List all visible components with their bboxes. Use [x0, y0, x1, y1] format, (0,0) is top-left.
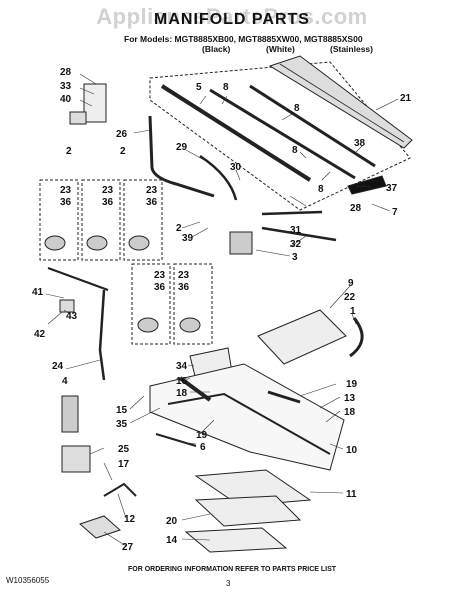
valve-box [131, 263, 171, 345]
hose-1 [349, 317, 364, 358]
igniter [178, 376, 212, 402]
callout-11: 11 [346, 489, 357, 500]
callout-2: 2 [176, 223, 182, 234]
callout-16: 16 [176, 376, 188, 387]
callout-35: 35 [116, 419, 128, 430]
callout-8: 8 [294, 103, 300, 114]
callout-18: 18 [176, 388, 188, 399]
callout-23: 23 [146, 185, 158, 196]
callout-20: 20 [166, 516, 178, 527]
callout-8: 8 [223, 82, 229, 93]
callout-37: 37 [386, 183, 398, 194]
callout-38: 38 [354, 138, 366, 149]
callout-23: 23 [154, 270, 166, 281]
callout-36: 36 [146, 197, 158, 208]
callout-17: 17 [118, 459, 130, 470]
valve-box [123, 179, 163, 261]
part-13 [267, 390, 301, 404]
manifold-bar [160, 84, 312, 182]
callout-28: 28 [350, 203, 362, 214]
valve-4 [61, 395, 79, 433]
tray-14 [184, 527, 288, 553]
tray-20 [194, 495, 302, 527]
heat-shield-22 [257, 309, 347, 365]
valve-body [44, 235, 201, 333]
callout-7: 7 [392, 207, 398, 218]
callout-1: 1 [350, 306, 356, 317]
regulator-3 [229, 231, 253, 255]
callout-40: 40 [60, 94, 72, 105]
model-list: For Models: MGT8885XB00, MGT8885XW00, MG… [124, 34, 363, 44]
part-6 [155, 433, 197, 447]
callout-42: 42 [34, 329, 46, 340]
callout-10: 10 [346, 445, 358, 456]
callout-18: 18 [344, 407, 356, 418]
callout-29: 29 [176, 142, 188, 153]
burner-tube [249, 84, 376, 168]
callout-32: 32 [290, 239, 302, 250]
callout-36: 36 [178, 282, 190, 293]
callout-26: 26 [116, 129, 128, 140]
burner-tube [209, 88, 356, 180]
callout-3: 3 [292, 252, 298, 263]
callout-5: 5 [196, 82, 202, 93]
pipe-32 [261, 226, 337, 242]
hose-24 [98, 289, 106, 381]
callout-2: 2 [120, 146, 126, 157]
valve-clip [83, 83, 107, 123]
part-7-bracket [347, 175, 387, 195]
valve-box [173, 263, 213, 345]
callout-15: 15 [116, 405, 128, 416]
callout-14: 14 [166, 535, 178, 546]
valve-box [39, 179, 79, 261]
color-black: (Black) [202, 44, 231, 54]
callout-8: 8 [292, 145, 298, 156]
callout-33: 33 [60, 81, 72, 92]
callout-2: 2 [66, 146, 72, 157]
callout-19: 19 [346, 379, 358, 390]
callout-4: 4 [62, 376, 68, 387]
part-27 [79, 515, 121, 539]
callout-19: 19 [196, 430, 208, 441]
callout-34: 34 [176, 361, 188, 372]
callout-12: 12 [124, 514, 136, 525]
color-white: (White) [266, 44, 295, 54]
watermark-logo: AppliancePartsPros.com [96, 4, 368, 29]
callout-36: 36 [102, 197, 114, 208]
callout-9: 9 [348, 278, 354, 289]
callout-23: 23 [60, 185, 72, 196]
tray-11 [194, 469, 312, 507]
callout-22: 22 [344, 292, 356, 303]
pipe-31 [261, 210, 323, 216]
callout-23: 23 [102, 185, 114, 196]
callout-41: 41 [32, 287, 44, 298]
callout-8: 8 [318, 184, 324, 195]
document-number: W10356055 [6, 576, 50, 585]
callout-25: 25 [118, 444, 130, 455]
callout-36: 36 [154, 282, 166, 293]
callout-23: 23 [178, 270, 190, 281]
color-stainless: (Stainless) [330, 44, 373, 54]
valve-box [81, 179, 121, 261]
page-number: 3 [226, 579, 231, 588]
callout-39: 39 [182, 233, 194, 244]
pipe-29 [199, 154, 238, 201]
callout-43: 43 [66, 311, 78, 322]
callout-27: 27 [122, 542, 134, 553]
part-12 [103, 482, 137, 497]
callout-13: 13 [344, 393, 356, 404]
pipe-26 [148, 115, 215, 198]
callout-21: 21 [400, 93, 412, 104]
callout-6: 6 [200, 442, 206, 453]
page-title: MANIFOLD PARTS [154, 11, 310, 28]
callout-30: 30 [230, 162, 242, 173]
callout-24: 24 [52, 361, 64, 372]
rod-41 [47, 267, 109, 291]
callout-36: 36 [60, 197, 72, 208]
ordering-note: FOR ORDERING INFORMATION REFER TO PARTS … [127, 566, 337, 573]
callout-31: 31 [290, 225, 302, 236]
manifold-bar-inner [167, 83, 317, 177]
callout-28: 28 [60, 67, 72, 78]
